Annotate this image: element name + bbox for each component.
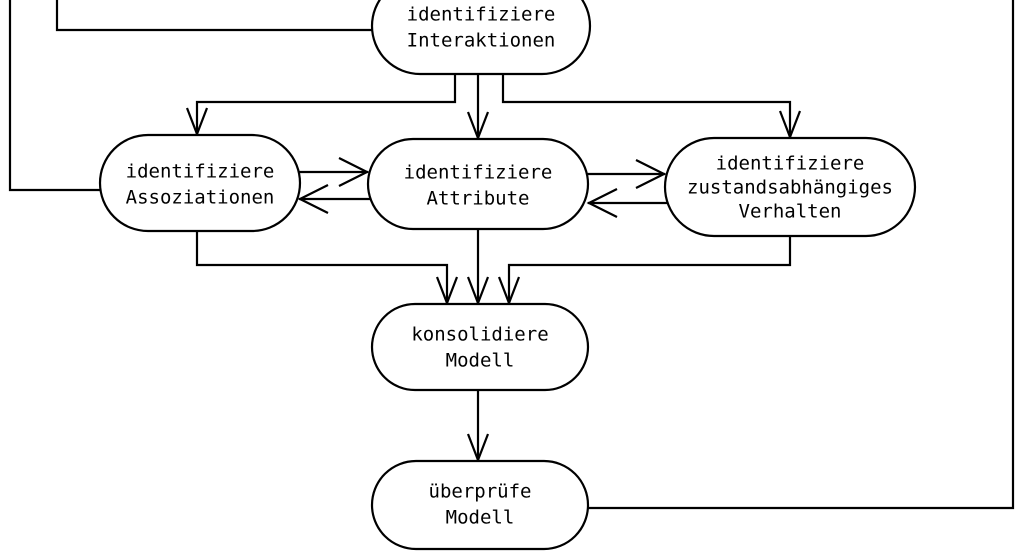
edge-assoziationen-feedback-left (8, 0, 102, 192)
edge-interaktionen-feedback-left (55, 0, 376, 32)
node-identifiziere-assoziationen[interactable]: identifiziere Assoziationen (98, 133, 302, 233)
node-identifiziere-interaktionen[interactable]: identifiziere Interaktionen (370, 0, 592, 76)
node-identifiziere-attribute[interactable]: identifiziere Attribute (366, 137, 590, 231)
node-shape-verhalten (663, 136, 917, 238)
node-label-interaktionen-line2: Interaktionen (407, 30, 556, 52)
edge-ueberpruefe-feedback-right (586, 0, 1015, 510)
node-shape-ueberpruefe (370, 459, 590, 551)
node-shape-attribute (366, 137, 590, 231)
node-label-ueberpruefe-line2: Modell (446, 507, 515, 529)
node-shape-assoziationen (98, 133, 302, 233)
edge-interaktionen-to-verhalten (501, 72, 792, 139)
node-label-verhalten-line2: zustandsabhängiges (687, 177, 893, 199)
node-label-konsolidiere-line2: Modell (446, 350, 515, 372)
arrowhead-attribute-to-assoziationen (297, 184, 329, 214)
node-label-assoziationen-line1: identifiziere (126, 161, 275, 183)
edge-verhalten-to-konsolidiere (507, 234, 792, 305)
node-label-assoziationen-line2: Assoziationen (126, 187, 275, 209)
node-ueberpruefe-modell[interactable]: überprüfe Modell (370, 459, 590, 551)
edges-layer (8, 0, 1015, 510)
node-identifiziere-zustandsabhaengiges-verhalten[interactable]: identifiziere zustandsabhängiges Verhalt… (663, 136, 917, 238)
edge-interaktionen-to-assoziationen (195, 72, 457, 136)
edge-assoziationen-to-konsolidiere (195, 230, 449, 305)
node-label-attribute-line1: identifiziere (404, 162, 553, 184)
arrowhead-verhalten-to-attribute (586, 188, 618, 218)
node-konsolidiere-modell[interactable]: konsolidiere Modell (370, 302, 590, 392)
node-label-attribute-line2: Attribute (427, 188, 530, 210)
node-label-interaktionen-line1: identifiziere (407, 4, 556, 26)
node-label-verhalten-line3: Verhalten (739, 201, 842, 223)
node-shape-interaktionen (370, 0, 592, 76)
node-label-konsolidiere-line1: konsolidiere (411, 324, 548, 346)
nodes-layer: identifiziere Interaktionen identifizier… (98, 0, 917, 551)
arrowhead-assoziationen-to-attribute (338, 157, 370, 187)
node-shape-konsolidiere (370, 302, 590, 392)
node-label-verhalten-line1: identifiziere (716, 153, 865, 175)
arrowhead-attribute-to-verhalten (635, 159, 667, 189)
node-label-ueberpruefe-line1: überprüfe (429, 481, 532, 503)
